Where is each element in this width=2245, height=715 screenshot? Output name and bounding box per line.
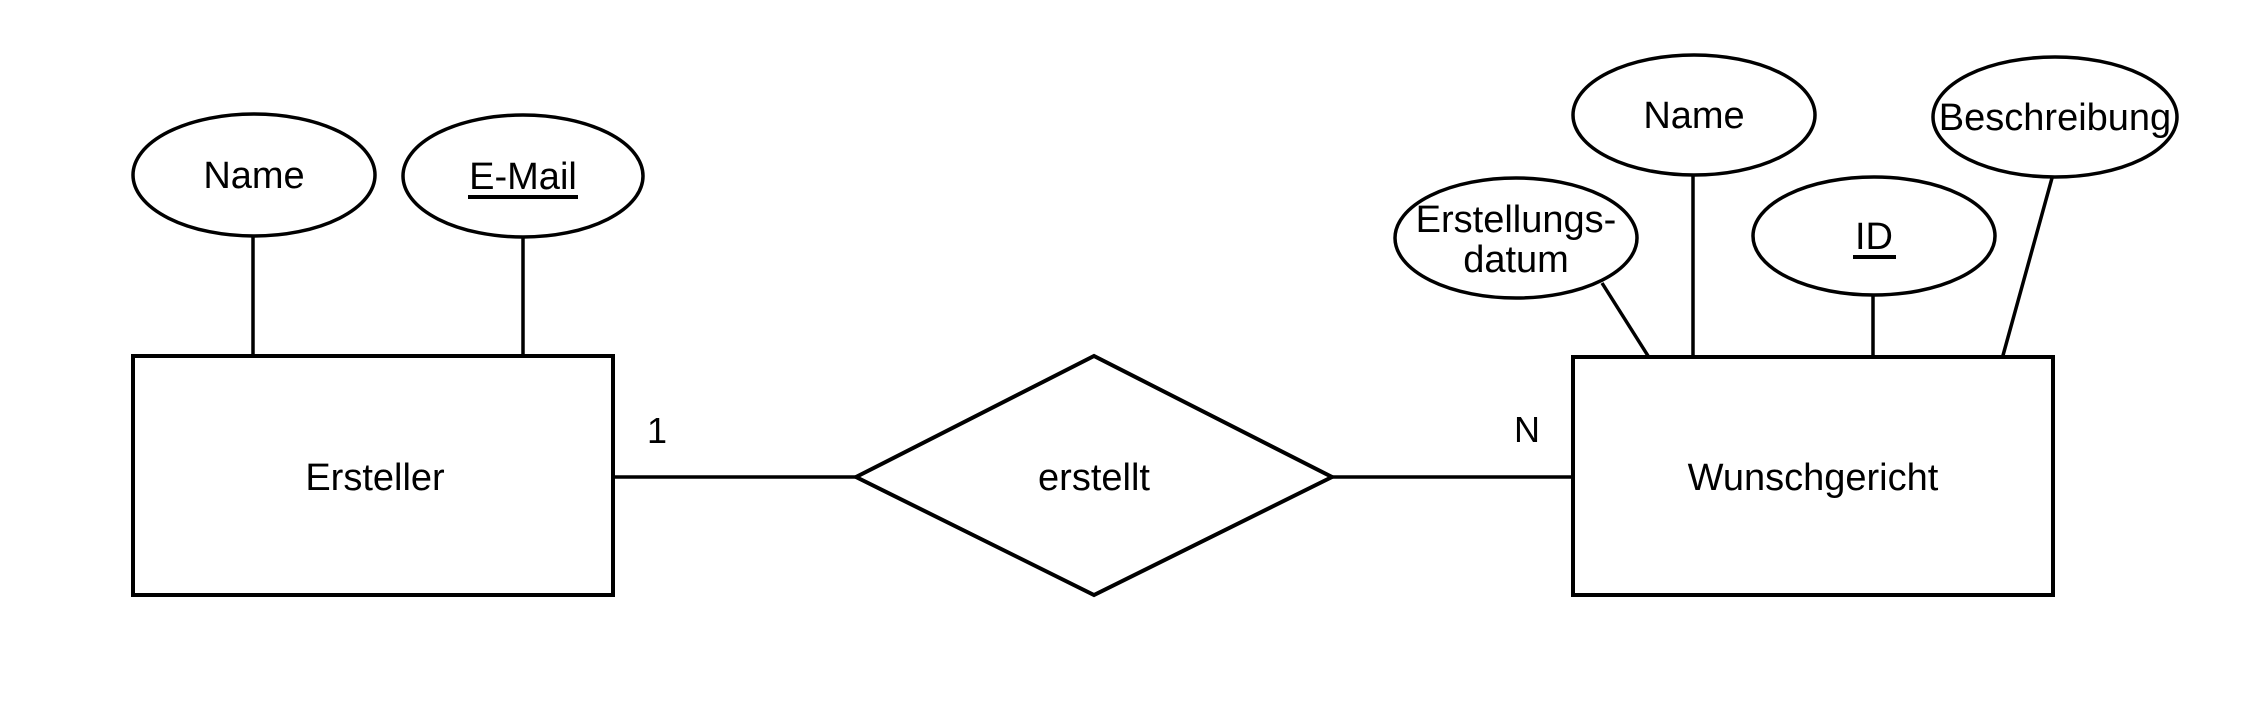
- attribute-ellipse-erstellungsdatum: [1393, 176, 1639, 300]
- attribute-wunschgericht-name-group: Name: [1571, 53, 1817, 177]
- entity-box-ersteller: [131, 354, 615, 597]
- attribute-label-ersteller-name: Name: [203, 155, 304, 197]
- attribute-wunschgericht-beschreibung-group: Beschreibung: [1931, 55, 2179, 179]
- entity-wunschgericht-group: Wunschgericht: [1571, 355, 2055, 597]
- entity-label-ersteller: Ersteller: [305, 457, 445, 499]
- attribute-ersteller-email-group: E-Mail: [401, 113, 645, 239]
- attribute-label-id: ID: [1855, 216, 1893, 258]
- attribute-label-erstellungsdatum-line1: Erstellungs-: [1416, 199, 1617, 241]
- attribute-ellipse-id: [1751, 175, 1997, 297]
- entity-ersteller-group: Ersteller: [131, 354, 615, 597]
- attribute-label-ersteller-email: E-Mail: [469, 156, 577, 198]
- attribute-ellipse-wunschgericht-name: [1571, 53, 1817, 177]
- entity-label-wunschgericht: Wunschgericht: [1688, 457, 1939, 499]
- cardinality-right-label: N: [1514, 409, 1540, 450]
- relationship-label-erstellt: erstellt: [1038, 457, 1150, 499]
- attribute-label-wunschgericht-name: Name: [1643, 95, 1744, 137]
- entity-box-wunschgericht: [1571, 355, 2055, 597]
- connector-wunschgericht-erstellungsdatum: [1600, 282, 1652, 360]
- attribute-ellipse-beschreibung: [1931, 55, 2179, 179]
- attribute-ellipse-ersteller-email: [401, 113, 645, 239]
- attribute-wunschgericht-id-group: ID: [1751, 175, 1997, 297]
- attribute-label-erstellungsdatum-line2: datum: [1463, 239, 1569, 281]
- connector-wunschgericht-beschreibung: [2000, 177, 2054, 360]
- attribute-wunschgericht-erstellungsdatum-group: Erstellungs- datum: [1393, 176, 1639, 300]
- relationship-diamond-erstellt: [851, 353, 1337, 598]
- relationship-erstellt-group: erstellt: [851, 353, 1337, 598]
- attribute-ellipse-ersteller-name: [131, 112, 377, 238]
- attribute-label-beschreibung: Beschreibung: [1939, 97, 2171, 139]
- attribute-ersteller-name-group: Name: [131, 112, 377, 238]
- cardinality-left-label: 1: [647, 410, 667, 451]
